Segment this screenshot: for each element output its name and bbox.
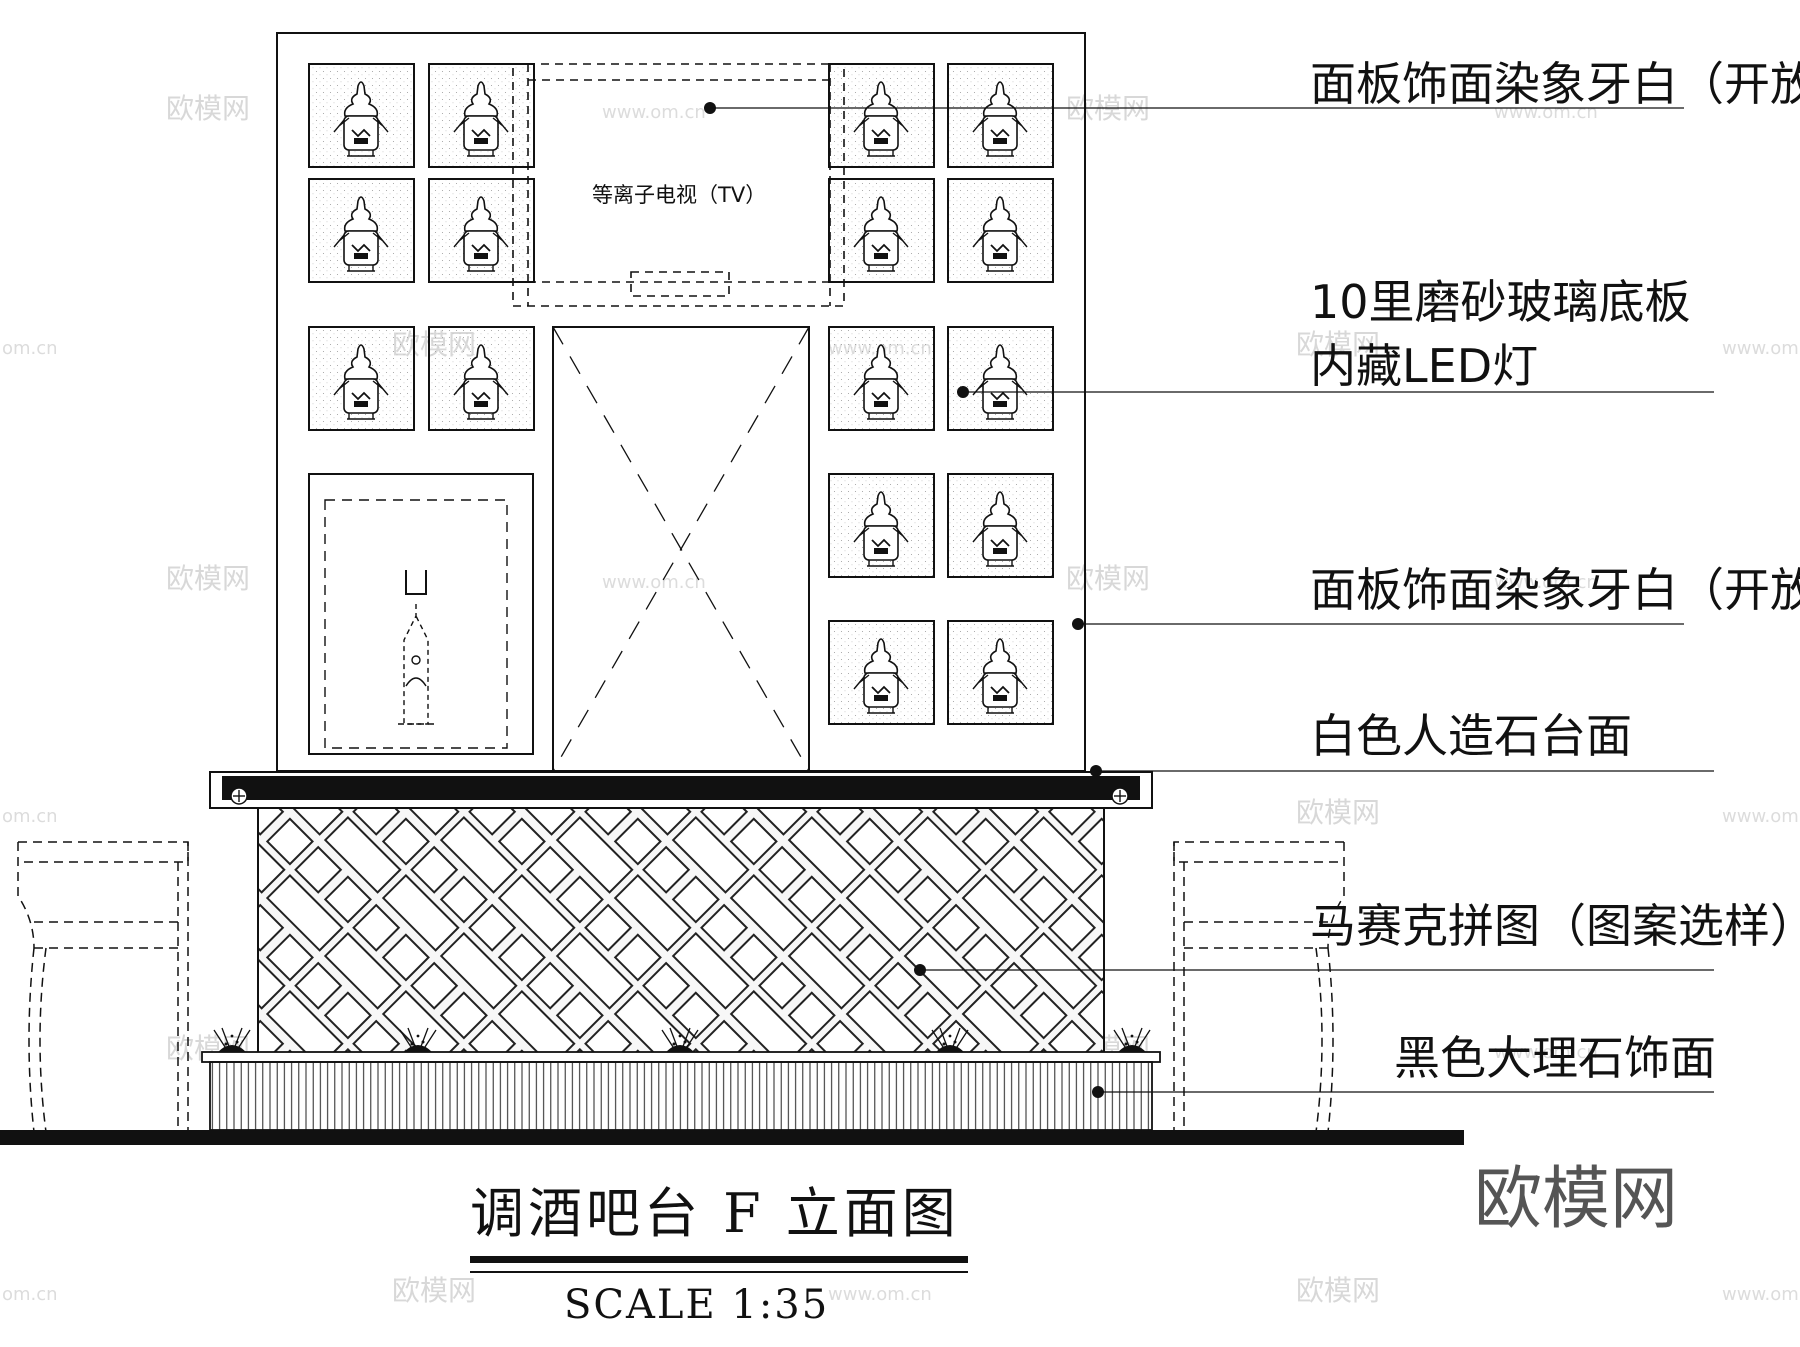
mosaic-panel (257, 807, 1105, 1055)
watermark-url: www.om.cn (828, 1284, 932, 1305)
display-niche (828, 620, 935, 725)
drawing-title: 调酒吧台 F 立面图 (470, 1182, 960, 1245)
display-niche (947, 326, 1054, 431)
annotation-panel-mid: 面板饰面染象牙白（开放） (1310, 563, 1800, 617)
watermark-logo: 欧模网 (166, 92, 250, 125)
display-niche (828, 178, 935, 283)
display-niche (947, 473, 1054, 578)
leader-lines (710, 107, 1714, 1093)
center-door (552, 326, 810, 772)
floor-line (0, 1130, 1464, 1145)
wine-cooler-door (308, 473, 534, 755)
display-niche (308, 63, 415, 168)
watermark-logo: 欧模网 (1066, 562, 1150, 595)
tv-label: 等离子电视（TV） (592, 183, 766, 207)
tv-outline (512, 63, 845, 307)
annotation-marble: 黑色大理石饰面 (1394, 1031, 1716, 1085)
watermark-url: www.om.cn (1494, 572, 1598, 593)
watermark-logo: 欧模网 (1296, 796, 1380, 829)
display-niche (428, 63, 535, 168)
watermark-logo: 欧模网 (1296, 328, 1380, 361)
display-niche (428, 326, 535, 431)
annotation-glass-line2: 内藏LED灯 (1310, 339, 1538, 393)
watermark-url: www.om.cn (1494, 1042, 1598, 1063)
watermark-url: www.om.cn (602, 102, 706, 123)
display-niche (308, 178, 415, 283)
display-niche (828, 63, 935, 168)
watermark-url: www.om.cn (602, 572, 706, 593)
drawing-scale: SCALE 1:35 (564, 1282, 829, 1328)
watermark-logo: 欧模网 (166, 562, 250, 595)
marble-base (201, 1051, 1161, 1131)
annotation-countertop: 白色人造石台面 (1310, 709, 1632, 763)
countertop (209, 771, 1153, 809)
annotation-mosaic: 马赛克拼图（图案选样） (1310, 899, 1800, 953)
watermark-url: om.cn (2, 338, 58, 359)
annotation-panel-top: 面板饰面染象牙白（开放） (1310, 57, 1800, 111)
watermark-url: www.om.cn (1722, 806, 1800, 827)
title-underline-thick (470, 1256, 968, 1263)
display-niche (947, 63, 1054, 168)
brand-watermark: 欧模网 (1474, 1160, 1678, 1239)
display-niche (828, 473, 935, 578)
watermark-logo: 欧模网 (1296, 1274, 1380, 1307)
watermark-url: www.om.cn (1722, 338, 1800, 359)
left-bar-stool (17, 841, 189, 1133)
watermark-url: www.om.cn (1494, 102, 1598, 123)
annotation-glass-line1: 10里磨砂玻璃底板 (1310, 275, 1691, 329)
watermark-url: www.om.cn (1722, 1284, 1800, 1305)
display-niche (947, 178, 1054, 283)
display-niches (308, 63, 1054, 725)
watermark-url: om.cn (2, 806, 58, 827)
display-niche (828, 326, 935, 431)
watermark-url: om.cn (2, 1284, 58, 1305)
watermark-logo: 欧模网 (392, 1274, 476, 1307)
display-niche (308, 326, 415, 431)
right-bar-stool (1173, 841, 1345, 1133)
display-niche (428, 178, 535, 283)
display-niche (947, 620, 1054, 725)
